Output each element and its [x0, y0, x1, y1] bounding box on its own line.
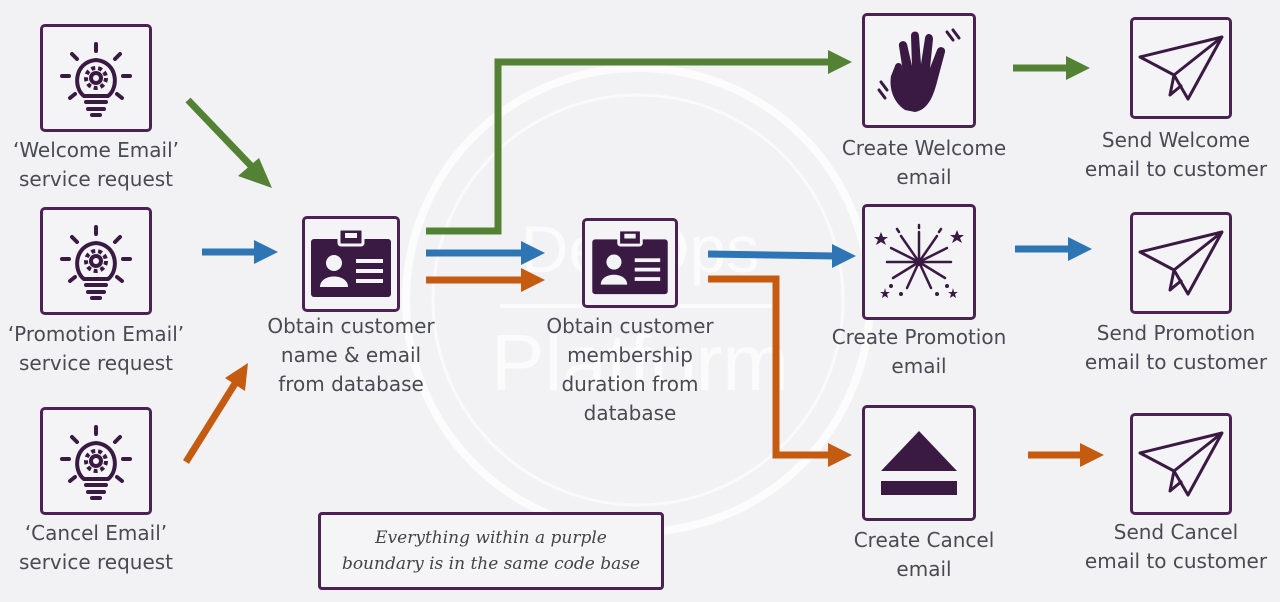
create-cancel-box [862, 405, 976, 521]
arrowhead [828, 50, 852, 74]
welcome-request-box [40, 24, 152, 132]
id-badge-icon [592, 230, 668, 295]
create-promotion-label: Create Promotion email [831, 325, 1007, 378]
obtain-name-box [302, 216, 400, 312]
arrowhead [832, 244, 856, 268]
send-cancel-box [1130, 413, 1232, 515]
arrow-cancel-branch [708, 275, 832, 459]
create-promotion-box [862, 204, 976, 320]
create-cancel-label: Create Cancel email [853, 528, 995, 581]
paper-plane-icon [1138, 431, 1224, 497]
id-badge-icon [311, 229, 391, 297]
arrowhead [1068, 237, 1092, 261]
paper-plane-icon [1138, 230, 1224, 296]
promotion-request-box [40, 207, 152, 315]
send-promotion-box [1130, 212, 1232, 314]
arrowhead [1066, 56, 1090, 80]
send-welcome-label: Send Welcome email to customer [1084, 128, 1268, 181]
eject-icon [881, 431, 957, 495]
arrow-welcome-request [185, 97, 258, 173]
arrowhead [225, 363, 248, 391]
send-promotion-label: Send Promotion email to customer [1084, 321, 1268, 374]
waving-hand-icon [877, 28, 961, 112]
lightbulb-gear-icon [60, 425, 132, 500]
lightbulb-gear-icon [60, 225, 132, 300]
arrowhead [521, 268, 545, 292]
fireworks-icon [874, 223, 964, 298]
arrowhead [238, 158, 272, 188]
paper-plane-icon [1138, 35, 1224, 101]
arrowhead [828, 443, 852, 467]
send-welcome-box [1130, 17, 1232, 119]
arrowhead [254, 240, 278, 264]
create-welcome-label: Create Welcome email [841, 136, 1007, 189]
arrowhead [521, 241, 545, 265]
cancel-request-label: ‘Cancel Email’ service request [18, 521, 174, 574]
arrowhead [1080, 443, 1104, 467]
create-welcome-box [862, 13, 976, 128]
arrow-cancel-request [183, 380, 239, 464]
obtain-duration-box [582, 218, 678, 308]
welcome-request-label: ‘Welcome Email’ service request [12, 138, 180, 191]
cancel-request-box [40, 407, 152, 515]
obtain-duration-label: Obtain customer membership duration from… [546, 314, 714, 425]
send-cancel-label: Send Cancel email to customer [1084, 520, 1268, 573]
promotion-request-label: ‘Promotion Email’ service request [7, 322, 185, 375]
arrow-promotion-create [707, 250, 837, 260]
arrow-welcome-branch [426, 58, 832, 235]
watermark-line2: Platform [491, 318, 789, 407]
obtain-name-label: Obtain customer name & email from databa… [267, 314, 435, 396]
lightbulb-gear-icon [60, 42, 132, 117]
legend-note: Everything within a purple boundary is i… [318, 512, 664, 590]
